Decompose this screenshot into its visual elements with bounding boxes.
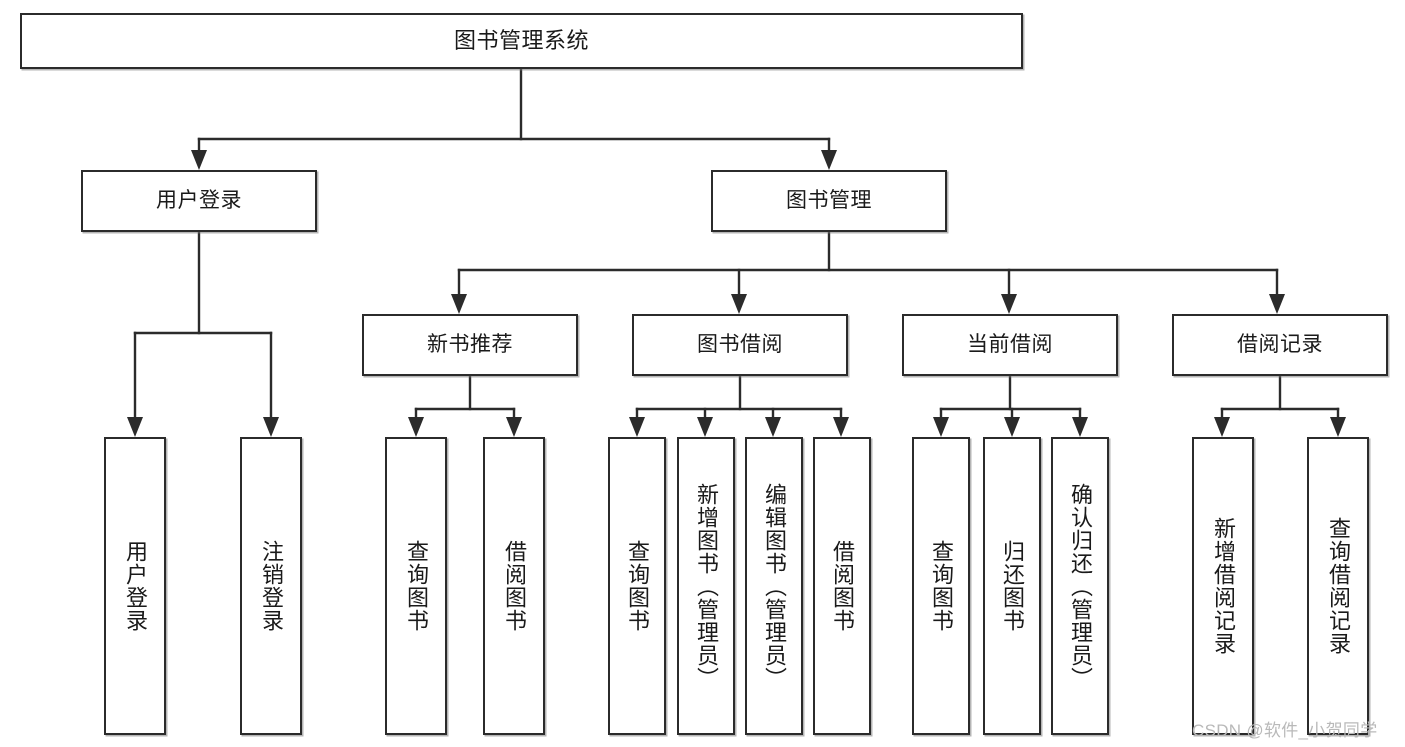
node-label: 查询图书 [404,540,429,632]
leaf-query-books-current[interactable]: 查询图书 [912,437,970,735]
arrowhead [1072,417,1088,437]
leaf-add-book-admin[interactable]: 新增图书（管理员） [677,437,735,735]
arrowhead [821,150,837,170]
arrowhead [765,417,781,437]
node-label: 借阅图书 [830,540,855,632]
node-label: 当前借阅 [967,333,1053,357]
node-book-borrowing[interactable]: 图书借阅 [632,314,848,376]
node-label: 新书推荐 [427,333,513,357]
arrowhead [1269,294,1285,314]
node-label: 图书管理系统 [453,27,589,53]
leaf-return-books[interactable]: 归还图书 [983,437,1041,735]
leaf-confirm-return-admin[interactable]: 确认归还（管理员） [1051,437,1109,735]
arrowhead [1004,417,1020,437]
leaf-query-books-rec[interactable]: 查询图书 [385,437,447,735]
arrowhead [408,417,424,437]
node-label: 图书管理 [786,189,872,213]
node-label: 归还图书 [1000,540,1025,632]
leaf-query-books-borrow[interactable]: 查询图书 [608,437,666,735]
arrowhead [1001,294,1017,314]
node-label: 查询图书 [929,540,954,632]
node-label: 借阅图书 [502,540,527,632]
node-label: 编辑图书（管理员） [762,482,787,690]
node-label: 新增借阅记录 [1211,517,1236,655]
arrowhead [1330,417,1346,437]
node-new-book-recommendation[interactable]: 新书推荐 [362,314,578,376]
node-label: 确认归还（管理员） [1068,482,1093,690]
node-label: 借阅记录 [1237,333,1323,357]
arrowhead [933,417,949,437]
leaf-user-login[interactable]: 用户登录 [104,437,166,735]
node-label: 查询借阅记录 [1326,517,1351,655]
leaf-borrow-books-rec[interactable]: 借阅图书 [483,437,545,735]
leaf-edit-book-admin[interactable]: 编辑图书（管理员） [745,437,803,735]
arrowhead [629,417,645,437]
node-current-borrowing[interactable]: 当前借阅 [902,314,1118,376]
arrowhead [697,417,713,437]
node-label: 用户登录 [123,540,148,632]
arrowhead [506,417,522,437]
node-label: 新增图书（管理员） [694,482,719,690]
leaf-query-borrow-record[interactable]: 查询借阅记录 [1307,437,1369,735]
leaf-borrow-books[interactable]: 借阅图书 [813,437,871,735]
watermark-text: CSDN @软件_小贺同学 [1192,721,1378,740]
node-label: 查询图书 [625,540,650,632]
node-user-login[interactable]: 用户登录 [81,170,317,232]
arrowhead [731,294,747,314]
arrowhead [833,417,849,437]
leaf-add-borrow-record[interactable]: 新增借阅记录 [1192,437,1254,735]
node-root-system[interactable]: 图书管理系统 [20,13,1023,69]
node-label: 注销登录 [259,540,284,632]
node-borrowing-records[interactable]: 借阅记录 [1172,314,1388,376]
arrowhead [1214,417,1230,437]
leaf-logout[interactable]: 注销登录 [240,437,302,735]
arrowhead [451,294,467,314]
node-label: 图书借阅 [697,333,783,357]
arrowhead [191,150,207,170]
arrowhead [263,417,279,437]
node-book-management[interactable]: 图书管理 [711,170,947,232]
arrowhead [127,417,143,437]
node-label: 用户登录 [156,189,242,213]
